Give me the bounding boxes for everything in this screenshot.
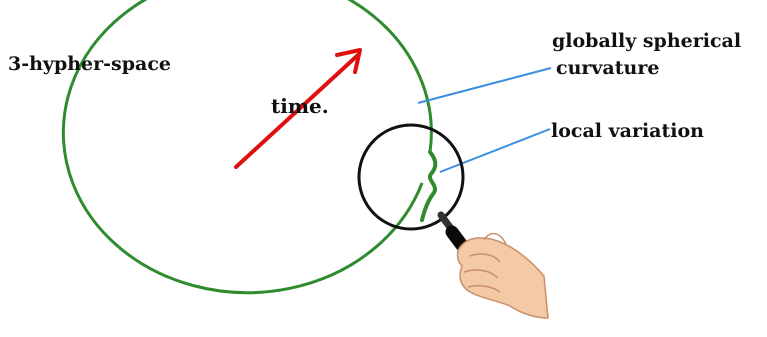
time-label: time. [271, 96, 329, 116]
global-curvature-label-line2: curvature [556, 59, 659, 78]
global-curvature-label-line1: globally spherical [552, 32, 741, 51]
magnifying-glass-icon [359, 125, 470, 256]
hand-palm [458, 238, 549, 318]
magnifier-ring [359, 125, 463, 229]
global-leader-line [418, 68, 551, 103]
hand-icon [458, 234, 549, 318]
local-variation-label: local variation [551, 122, 704, 141]
space-label: 3-hypher-space [8, 55, 171, 74]
hypersphere-circle [63, 0, 431, 293]
local-variation-curve [422, 152, 435, 220]
